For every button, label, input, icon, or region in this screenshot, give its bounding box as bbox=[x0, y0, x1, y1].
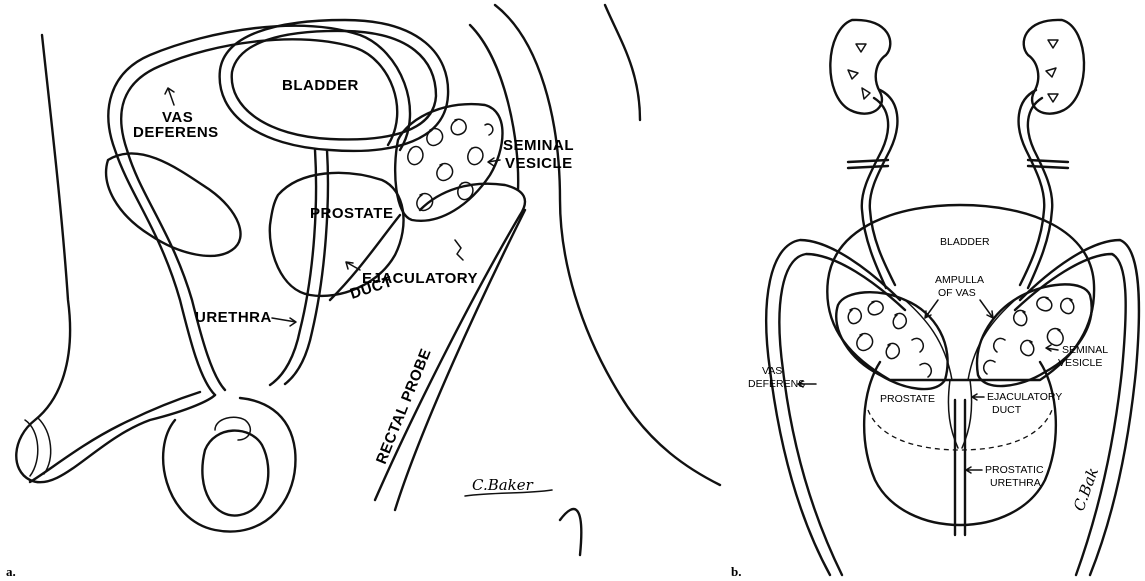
ejaculatory-duct-left bbox=[948, 380, 958, 448]
sacral-curve bbox=[560, 509, 581, 555]
seminal-vesicle-right bbox=[977, 284, 1092, 386]
testis-outline bbox=[202, 431, 268, 516]
ampulla-arrow-left bbox=[925, 300, 938, 318]
posterior-line bbox=[605, 5, 640, 120]
body-outline bbox=[16, 35, 215, 482]
pu-b-arrow bbox=[966, 467, 982, 473]
panel-a-tag: a. bbox=[6, 564, 16, 579]
epididymis bbox=[215, 417, 250, 440]
panel-b-tag: b. bbox=[731, 564, 741, 579]
prostate-zone-dashed bbox=[868, 410, 1052, 450]
label-ampulla-1: AMPULLA bbox=[935, 274, 984, 286]
panel-b-frontal-diagram: BLADDER AMPULLA OF VAS VAS DEFERENS SEMI… bbox=[731, 20, 1139, 579]
label-ed-b-1: EJACULATORY bbox=[987, 391, 1062, 403]
ampulla-arrow-right bbox=[980, 300, 993, 318]
probe-notch bbox=[455, 240, 463, 260]
vas-deferens-right-inner bbox=[1015, 254, 1126, 575]
label-sv-2: VESICLE bbox=[505, 155, 573, 172]
right-kidney-calyces bbox=[1046, 40, 1058, 102]
seminal-vesicle bbox=[395, 104, 502, 221]
prostate-b bbox=[864, 362, 1056, 525]
label-bladder: BLADDER bbox=[282, 77, 359, 94]
label-sv-1: SEMINAL bbox=[503, 137, 574, 154]
seminal-vesicle-coils-b bbox=[848, 297, 1074, 377]
left-ureter-outer bbox=[870, 90, 898, 285]
signature-a: C.Baker bbox=[472, 476, 534, 494]
label-ed-b-2: DUCT bbox=[992, 404, 1022, 416]
label-vas-2: DEFERENS bbox=[133, 124, 219, 141]
prostatic-urethra bbox=[955, 400, 965, 535]
left-kidney-calyces bbox=[848, 44, 870, 99]
urethra-label-arrow bbox=[272, 318, 296, 326]
pubic-bone bbox=[106, 153, 240, 255]
label-bladder-b: BLADDER bbox=[940, 236, 990, 248]
label-vas-b-2: DEFERENS bbox=[748, 378, 805, 390]
ed-label-arrow bbox=[346, 262, 360, 270]
seminal-vesicle-coils bbox=[408, 119, 493, 210]
ed-b-arrow bbox=[972, 394, 984, 400]
vas-deferens-left-outer bbox=[766, 240, 900, 575]
label-pu-b-2: URETHRA bbox=[990, 477, 1041, 489]
label-sv-b-2: VESICLE bbox=[1058, 357, 1102, 369]
left-kidney bbox=[830, 20, 890, 114]
label-ampulla-2: OF VAS bbox=[938, 287, 976, 299]
panel-a-sagittal-diagram: BLADDER VAS DEFERENS SEMINAL VESICLE PRO… bbox=[6, 5, 720, 579]
label-vas-b-1: VAS bbox=[762, 365, 782, 377]
label-pu-b-1: PROSTATIC bbox=[985, 464, 1044, 476]
label-sv-b-1: SEMINAL bbox=[1062, 344, 1108, 356]
vas-label-arrow bbox=[165, 88, 174, 105]
label-rectal-probe: RECTAL PROBE bbox=[373, 346, 435, 466]
ejaculatory-duct-right bbox=[962, 380, 972, 448]
vas-deferens-left-inner bbox=[779, 254, 905, 575]
rectal-probe bbox=[375, 184, 525, 510]
label-urethra: URETHRA bbox=[195, 309, 272, 326]
label-prostate-b: PROSTATE bbox=[880, 393, 935, 405]
label-prostate: PROSTATE bbox=[310, 205, 393, 222]
rectum-wall bbox=[495, 5, 720, 485]
